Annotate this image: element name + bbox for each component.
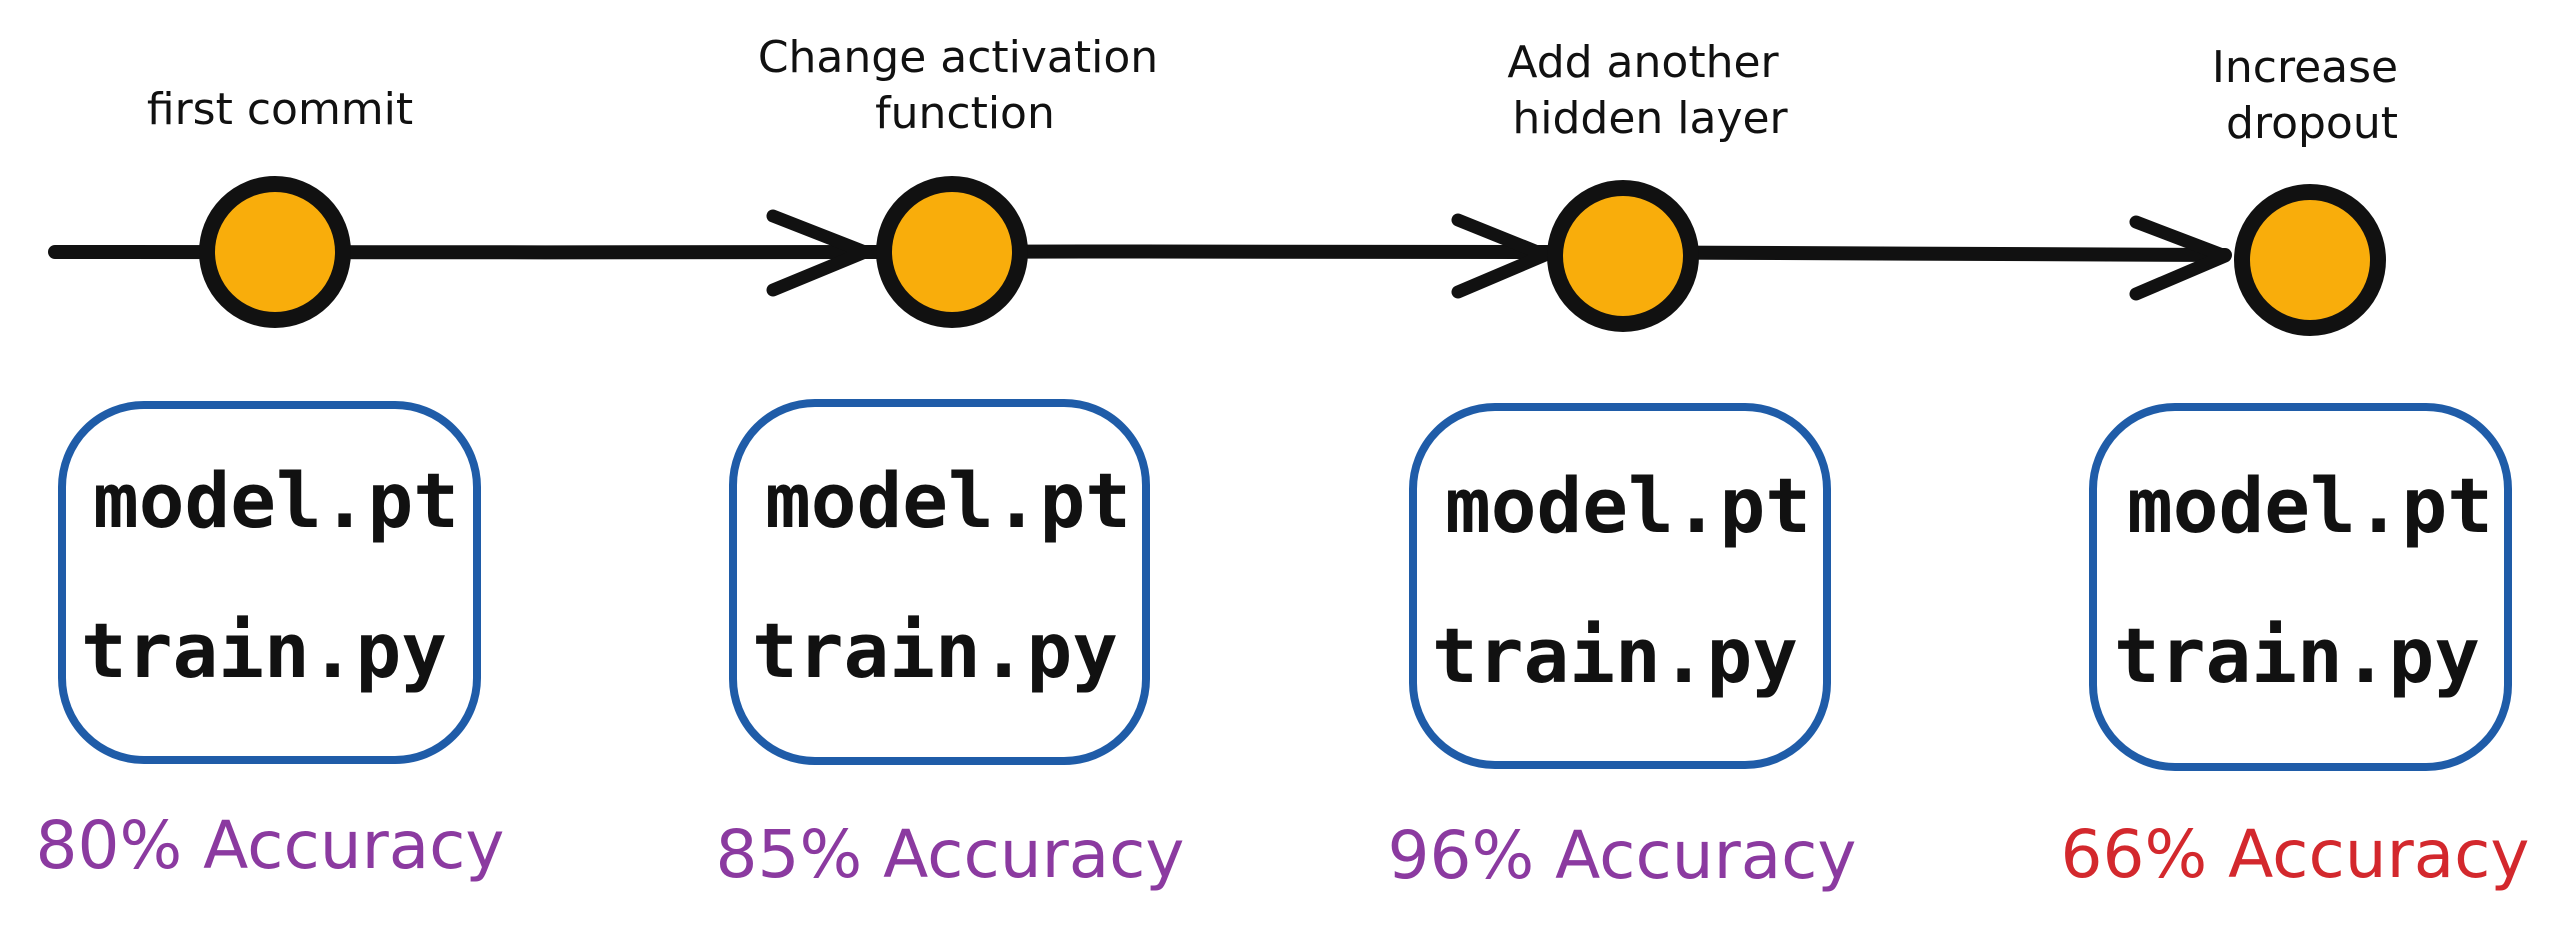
arrow-icon [1451,213,1552,299]
accuracy-label: 85% Accuracy [716,816,1185,893]
commit-message: Increase dropout [2212,42,2412,149]
file-name: model.pt [2127,461,2493,550]
commit-node [199,176,351,328]
file-box [729,399,1150,765]
file-name: train.py [752,606,1118,695]
accuracy-label: 96% Accuracy [1388,817,1857,894]
commit-message: first commit [147,84,413,135]
commit-message-line: Change activation [758,32,1158,83]
commit-message: Change activation function [758,32,1172,139]
commit-message-line: Add another [1507,37,1779,88]
commit-node [876,176,1028,328]
commit-node [1547,180,1699,332]
commit-message-line: first commit [147,84,413,135]
file-name: train.py [2114,611,2480,700]
accuracy-label: 80% Accuracy [36,807,505,884]
commit-message-line: dropout [2226,98,2398,149]
file-name: model.pt [93,456,459,545]
file-box [58,401,481,764]
file-name: train.py [1432,611,1798,700]
arrow-icon [766,209,872,297]
commit-4: Increase dropout model.pt train.py 66% A… [2061,42,2530,893]
file-name: train.py [81,606,447,695]
file-name: model.pt [765,456,1131,545]
commit-node [2234,184,2386,336]
commit-2: Change activation function model.pt trai… [716,32,1185,893]
file-box [1409,403,1831,769]
commit-message: Add another hidden layer [1507,37,1792,144]
file-box [2089,403,2512,771]
arrow-icon [2129,215,2232,301]
commit-3: Add another hidden layer model.pt train.… [1388,37,1857,894]
commit-1: first commit model.pt train.py 80% Accur… [36,84,505,884]
accuracy-label: 66% Accuracy [2061,816,2530,893]
file-name: model.pt [1445,461,1811,550]
commit-message-line: function [875,88,1055,139]
commit-message-line: hidden layer [1512,93,1788,144]
timeline-line [48,244,2232,262]
commit-message-line: Increase [2212,42,2398,93]
